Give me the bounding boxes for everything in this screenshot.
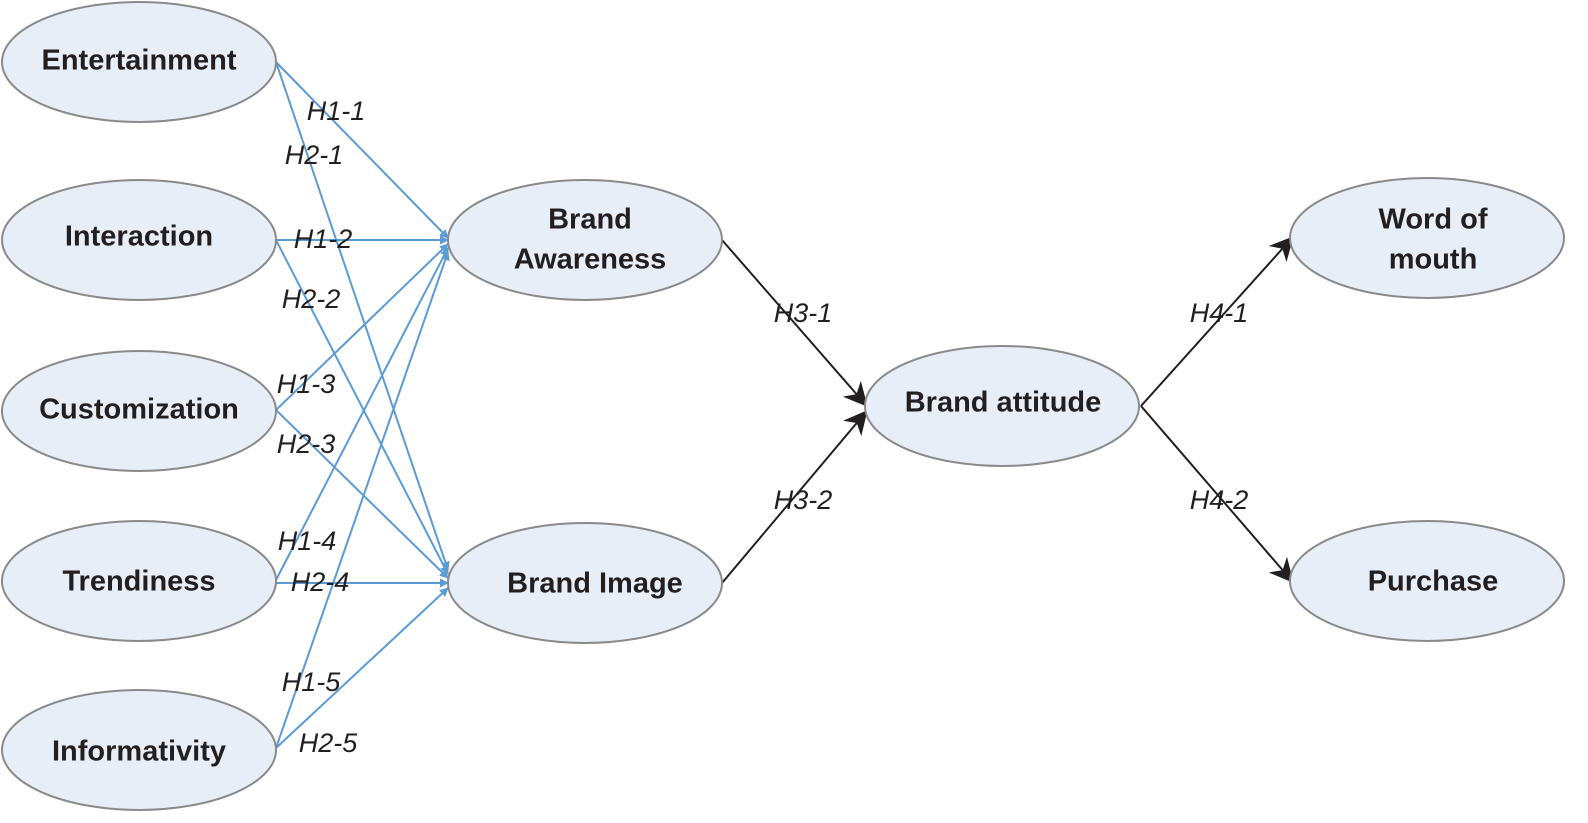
edge-informativity-awareness xyxy=(275,251,450,749)
node-ellipse xyxy=(1,1,277,123)
edge-informativity-image xyxy=(275,587,449,749)
label-h2-3: H2-3 xyxy=(277,429,336,459)
label-h3-1: H3-1 xyxy=(774,298,833,328)
node-label: Interaction xyxy=(65,221,213,253)
label-h2-2: H2-2 xyxy=(282,284,341,314)
node-brand-attitude: Brand attitude xyxy=(864,345,1140,467)
node-brand-awareness: Brand Awareness xyxy=(447,179,723,301)
node-customization: Customization xyxy=(1,350,277,472)
label-h2-4: H2-4 xyxy=(291,567,350,597)
node-label-line-1: Brand xyxy=(548,204,632,236)
node-label: Brand attitude xyxy=(905,387,1102,419)
node-label: Customization xyxy=(39,394,239,426)
node-ellipse xyxy=(447,522,723,644)
node-label: Entertainment xyxy=(42,45,237,77)
label-h1-5: H1-5 xyxy=(282,667,342,697)
edge-customization-image xyxy=(275,409,449,579)
label-h2-5: H2-5 xyxy=(299,728,359,758)
node-informativity: Informativity xyxy=(1,689,277,811)
node-ellipse xyxy=(864,345,1140,467)
edge-interaction-image xyxy=(275,239,449,575)
edge-entertainment-awareness xyxy=(275,61,449,239)
edge-customization-awareness xyxy=(275,243,449,411)
label-h1-2: H1-2 xyxy=(294,224,353,254)
node-label: Trendiness xyxy=(62,566,215,598)
node-word-of-mouth: Word of mouth xyxy=(1289,177,1565,299)
label-h4-2: H4-2 xyxy=(1190,485,1249,515)
edge-entertainment-image xyxy=(275,61,450,571)
node-trendiness: Trendiness xyxy=(1,520,277,642)
label-h2-1: H2-1 xyxy=(285,140,344,170)
node-entertainment: Entertainment xyxy=(1,1,277,123)
node-brand-image: Brand Image xyxy=(447,522,723,644)
label-h1-1: H1-1 xyxy=(307,96,366,126)
edge-trendiness-awareness xyxy=(275,247,449,581)
node-ellipse xyxy=(447,179,723,301)
node-purchase: Purchase xyxy=(1289,520,1565,642)
node-label-line-2: Awareness xyxy=(514,244,667,276)
black-edges xyxy=(721,236,1294,584)
node-label: Informativity xyxy=(52,736,226,768)
label-h4-1: H4-1 xyxy=(1190,298,1249,328)
hypothesis-labels: H1-1 H2-1 H1-2 H2-2 H1-3 H2-3 H1-4 H2-4 … xyxy=(277,96,1249,758)
node-label: Purchase xyxy=(1368,566,1499,598)
h2-edges xyxy=(275,61,450,749)
node-ellipse xyxy=(1289,177,1565,299)
edge-attitude-purchase xyxy=(1140,405,1294,583)
node-interaction: Interaction xyxy=(1,179,277,301)
h1-edges xyxy=(275,61,450,749)
node-label-line-1: Word of xyxy=(1379,204,1488,236)
node-ellipse xyxy=(1,689,277,811)
edge-attitude-wom xyxy=(1140,236,1294,407)
node-label-line-2: mouth xyxy=(1389,244,1478,276)
label-h3-2: H3-2 xyxy=(774,485,833,515)
node-ellipse xyxy=(1289,520,1565,642)
label-h1-4: H1-4 xyxy=(278,526,337,556)
edge-awareness-attitude xyxy=(721,239,868,407)
node-label: Brand Image xyxy=(507,568,683,600)
node-ellipse xyxy=(1,520,277,642)
node-ellipse xyxy=(1,179,277,301)
edge-image-attitude xyxy=(721,410,868,584)
label-h1-3: H1-3 xyxy=(277,369,336,399)
node-ellipse xyxy=(1,350,277,472)
